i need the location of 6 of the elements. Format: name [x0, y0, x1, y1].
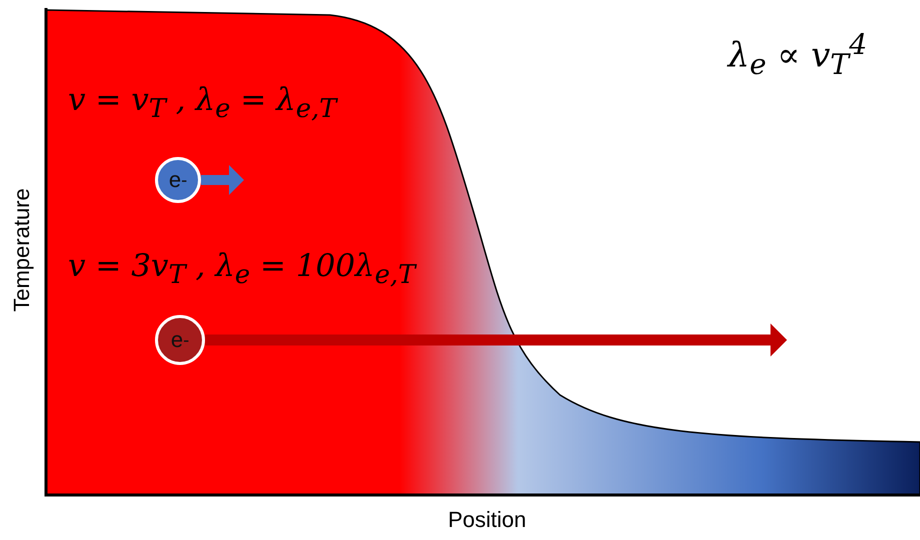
arrow: [201, 165, 244, 195]
formula-label: v = 3v$_{T}$ , λ$_{e}$ = 100λ$_{e,T}$: [68, 248, 416, 290]
arrow: [205, 324, 787, 356]
axis-title: Position: [448, 507, 526, 533]
axis-title: Temperature: [8, 188, 35, 312]
formula-label: v = v$_{T}$ , λ$_{e}$ = λ$_{e,T}$: [68, 82, 337, 124]
